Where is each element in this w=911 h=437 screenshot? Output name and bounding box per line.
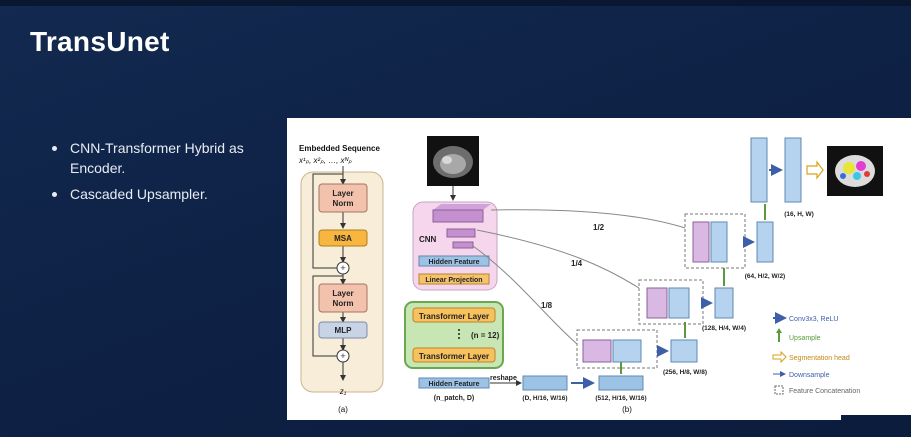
cnn-feature-block-1 [432, 209, 484, 223]
bullet-item-encoder: CNN-Transformer Hybrid as Encoder. [52, 138, 282, 178]
skip-connection-eighth [472, 245, 578, 345]
svg-text:Hidden Feature: Hidden Feature [429, 381, 480, 388]
svg-text:Transformer Layer: Transformer Layer [419, 352, 489, 361]
svg-text:(512, H/16, W/16): (512, H/16, W/16) [595, 395, 646, 402]
svg-text:Layer: Layer [332, 189, 353, 198]
svg-text:Upsample: Upsample [789, 335, 821, 342]
svg-text:(D, H/16, W/16): (D, H/16, W/16) [522, 395, 567, 402]
cnn-label: CNN [419, 235, 437, 244]
transunet-architecture-figure: Embedded Sequence x¹ₚ, x²ₚ, …, xᴺₚ Layer… [287, 118, 911, 420]
svg-text:Hidden Feature: Hidden Feature [429, 259, 480, 266]
slide-title: TransUnet [30, 26, 170, 57]
skip-label-half: 1/2 [593, 223, 605, 232]
embedded-sequence-math: x¹ₚ, x²ₚ, …, xᴺₚ [298, 156, 352, 165]
svg-text:Downsample: Downsample [789, 372, 830, 379]
caption-b: (b) [622, 405, 632, 414]
skip-label-quarter: 1/4 [571, 259, 583, 268]
linear-projection-block [418, 273, 490, 285]
transformer-layer-top [412, 307, 496, 323]
npatch-dim-label: (n_patch, D) [434, 395, 474, 402]
cnn-feature-block-3 [452, 241, 474, 249]
legend-concat-icon [774, 385, 784, 395]
svg-text:(64, H/2, W/2): (64, H/2, W/2) [745, 273, 785, 280]
transformer-layer-bottom [412, 347, 496, 363]
skip-label-eighth: 1/8 [541, 301, 553, 310]
residual-add-node-1 [336, 261, 350, 275]
upsampled-block-16-b [784, 137, 802, 203]
svg-text:Conv3x3, ReLU: Conv3x3, ReLU [789, 316, 838, 323]
skip-connection-quarter [476, 229, 640, 289]
top-strip [0, 0, 911, 6]
svg-text:(128, H/4, W/4): (128, H/4, W/4) [702, 325, 746, 332]
svg-text:MLP: MLP [335, 326, 353, 335]
layer-norm-block-2 [318, 283, 368, 313]
layer-norm-block-1 [318, 183, 368, 213]
svg-text:(16, H, W): (16, H, W) [784, 211, 814, 218]
cnn-feature-block-2 [446, 228, 476, 238]
reshape-label: reshape [490, 375, 517, 382]
msa-block [318, 229, 368, 247]
svg-text:Segmentation head: Segmentation head [789, 355, 850, 362]
conv-feature-block-512 [598, 375, 644, 391]
svg-text:Feature Concatenation: Feature Concatenation [789, 388, 860, 395]
output-z1: z₁ [339, 387, 347, 396]
reshaped-feature-block [522, 375, 568, 391]
bullet-list: CNN-Transformer Hybrid as Encoder. Casca… [52, 138, 282, 210]
skip-connection-half [490, 209, 686, 229]
hidden-feature-bottom [418, 377, 490, 389]
svg-text:Norm: Norm [333, 199, 354, 208]
svg-text:Linear Projection: Linear Projection [425, 277, 482, 284]
caption-a: (a) [338, 405, 348, 414]
svg-text:+: + [340, 351, 345, 361]
residual-add-node-2 [336, 349, 350, 363]
bottom-right-corner [841, 415, 911, 437]
embedded-sequence-header: Embedded Sequence [299, 144, 380, 153]
legend: Conv3x3, ReLU Upsample Segmentation head… [772, 312, 860, 395]
upsampled-block-16-a [750, 137, 768, 203]
svg-text:MSA: MSA [334, 234, 352, 243]
bullet-item-upsampler: Cascaded Upsampler. [52, 184, 282, 204]
svg-text:+: + [340, 263, 345, 273]
svg-text:Transformer Layer: Transformer Layer [419, 312, 489, 321]
svg-text:Layer: Layer [332, 289, 353, 298]
hidden-feature-top [418, 255, 490, 267]
concat-box-level-3 [576, 329, 658, 369]
svg-text:Norm: Norm [333, 299, 354, 308]
repeat-count-label: (n = 12) [471, 331, 500, 340]
mlp-block [318, 321, 368, 339]
segmentation-head-arrow [806, 160, 824, 180]
legend-seghead-icon [772, 350, 787, 364]
svg-text:(256, H/8, W/8): (256, H/8, W/8) [663, 369, 707, 376]
